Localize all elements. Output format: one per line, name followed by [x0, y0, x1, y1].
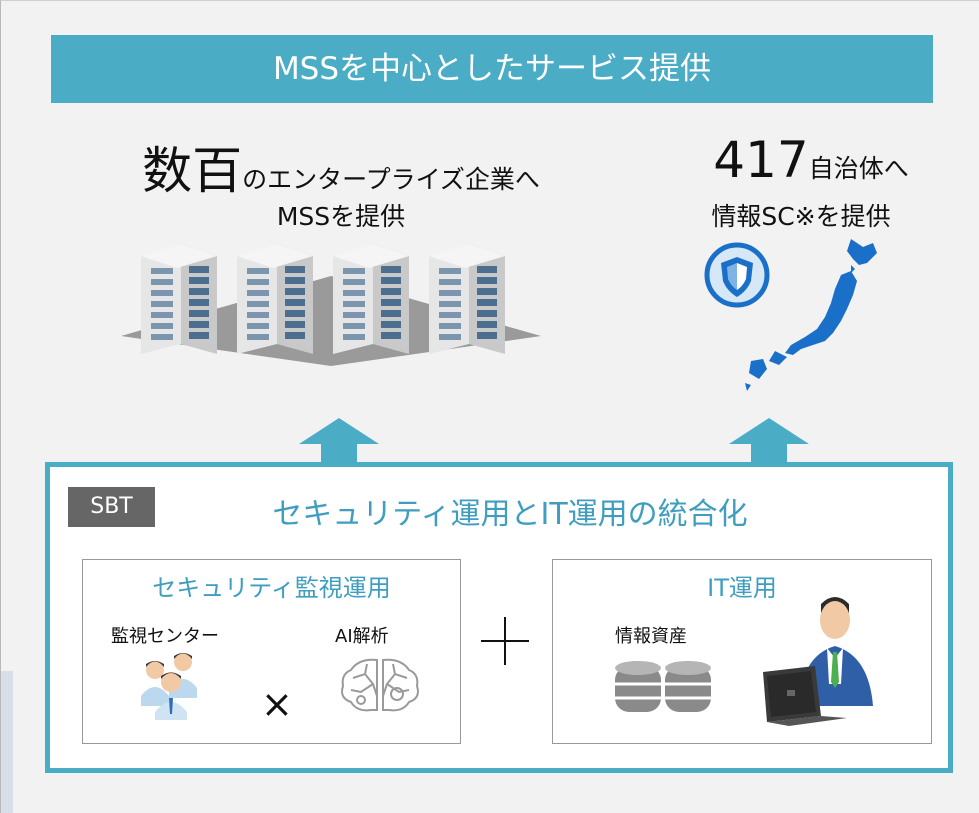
up-arrow-icon — [299, 418, 379, 464]
government-subtext: 情報SC※を提供 — [711, 202, 891, 231]
integration-heading: セキュリティ運用とIT運用の統合化 — [272, 497, 748, 532]
enterprise-headline: 数百のエンタープライズ企業へ — [81, 131, 601, 203]
government-text: 自治体へ — [808, 154, 909, 183]
enterprise-subtext: MSSを提供 — [276, 202, 406, 231]
people-icon — [141, 653, 197, 720]
security-box-title: セキュリティ監視運用 — [152, 574, 391, 602]
office-building — [237, 244, 313, 354]
government-count: 417 — [713, 131, 809, 189]
office-building — [333, 244, 409, 354]
times-symbol: × — [261, 682, 293, 726]
enterprise-text: のエンタープライズ企業へ — [242, 165, 540, 194]
government-headline: 417自治体へ — [661, 131, 961, 189]
title-banner: MSSを中心としたサービス提供 — [51, 35, 933, 103]
it-box-title: IT運用 — [707, 574, 777, 602]
up-arrow-icon — [729, 418, 809, 464]
japan-map-group — [704, 239, 877, 391]
enterprise-count: 数百 — [142, 142, 243, 200]
sbt-integration-panel: SBT セキュリティ運用とIT運用の統合化 セキュリティ監視運用 監視センター … — [45, 462, 953, 773]
office-building-icon — [121, 244, 541, 366]
monitoring-center-label: 監視センター — [111, 626, 219, 647]
ai-brain-icon — [341, 658, 419, 712]
japan-map-icon — [745, 239, 877, 391]
shield-icon — [704, 242, 770, 308]
database-icon — [615, 661, 711, 712]
it-operations-box: IT運用 情報資産 — [552, 559, 932, 744]
sbt-tag: SBT — [68, 487, 155, 527]
office-worker-laptop-icon — [763, 597, 873, 726]
information-assets-label: 情報資産 — [615, 626, 687, 647]
office-building — [141, 244, 217, 354]
ai-analysis-label: AI解析 — [335, 626, 389, 647]
office-building — [429, 244, 505, 354]
plus-icon — [481, 617, 529, 665]
security-monitoring-box: セキュリティ監視運用 監視センター AI解析 × — [82, 559, 461, 744]
left-edge-strip — [1, 671, 13, 813]
